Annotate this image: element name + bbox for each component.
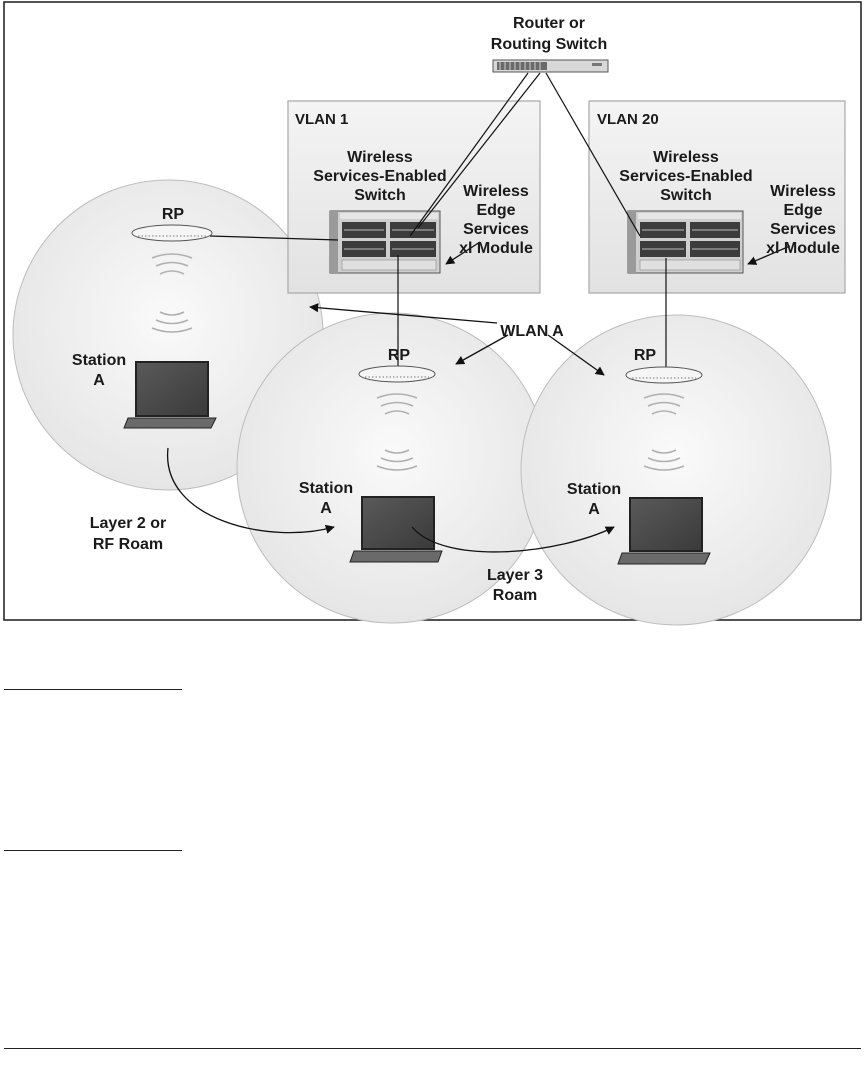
module-label-left-line2: Edge <box>476 202 515 219</box>
station-label-right-line1: Station <box>567 481 621 498</box>
station-label-left-line1: Station <box>72 352 126 369</box>
section-rule-1 <box>4 689 182 690</box>
router-label-line1: Router or <box>513 15 585 32</box>
wlan-arrow-to-left-cell <box>309 303 498 324</box>
section-rule-2 <box>4 850 182 851</box>
rp-device-icon-right <box>625 366 703 384</box>
module-label-left-line4: xl Module <box>459 240 533 257</box>
link-router-switch-right <box>545 72 641 237</box>
footer-rule <box>4 1048 861 1049</box>
vlan-20-title: VLAN 20 <box>597 111 659 128</box>
network-links <box>209 72 667 372</box>
station-label-right-line2: A <box>588 501 600 518</box>
rp-label-right: RP <box>634 347 657 364</box>
wlan-arrow-to-right-cell <box>547 334 605 376</box>
module-label-right-line3: Services <box>770 221 836 238</box>
switch-label-left-line1: Wireless <box>347 149 413 166</box>
station-label-left-line2: A <box>93 372 105 389</box>
layer2-roam-label-line1: Layer 2 or <box>90 515 166 532</box>
wireless-switch-icon-left <box>329 210 441 274</box>
radio-waves-right <box>643 393 685 471</box>
laptop-icon-station-right <box>617 497 711 565</box>
rp-label-middle: RP <box>388 347 411 364</box>
coverage-cell-right <box>520 314 832 626</box>
vlan-1-title: VLAN 1 <box>295 111 348 128</box>
wlan-label: WLAN A <box>500 323 564 340</box>
router-icon <box>492 59 609 73</box>
radio-waves-left <box>151 253 193 333</box>
wlan-arrow-to-middle-cell <box>455 334 509 365</box>
switch-label-left-line2: Services-Enabled <box>313 168 446 185</box>
module-label-right-line4: xl Module <box>766 240 840 257</box>
module-arrow-left <box>445 241 481 265</box>
module-label-right-line1: Wireless <box>770 183 836 200</box>
station-label-middle-line1: Station <box>299 480 353 497</box>
module-label-right-line2: Edge <box>783 202 822 219</box>
layer3-roam-label-line1: Layer 3 <box>487 567 543 584</box>
layer2-roam-arrow <box>167 447 335 534</box>
radio-waves-middle <box>376 393 418 471</box>
layer3-roam-arrow <box>411 526 615 553</box>
laptop-icon-station-middle <box>349 496 443 563</box>
station-label-middle-line2: A <box>320 500 332 517</box>
laptop-icon-station-left <box>123 361 217 429</box>
router-label-line2: Routing Switch <box>491 36 607 53</box>
switch-label-left-line3: Switch <box>354 187 406 204</box>
module-arrow-right <box>747 245 791 265</box>
module-label-left-line3: Services <box>463 221 529 238</box>
rp-device-icon-middle <box>358 365 436 383</box>
switch-label-right-line1: Wireless <box>653 149 719 166</box>
rp-device-icon-left <box>131 224 213 242</box>
link-rp-left-switch <box>209 235 339 241</box>
switch-label-right-line2: Services-Enabled <box>619 168 752 185</box>
rp-label-left: RP <box>162 206 185 223</box>
layer2-roam-label-line2: RF Roam <box>93 536 163 553</box>
link-router-switch-left-2 <box>409 72 529 237</box>
wireless-switch-icon-right <box>627 210 744 274</box>
link-router-switch-left <box>417 72 541 229</box>
module-label-left-line1: Wireless <box>463 183 529 200</box>
layer3-roam-label-line2: Roam <box>493 587 537 604</box>
switch-label-right-line3: Switch <box>660 187 712 204</box>
